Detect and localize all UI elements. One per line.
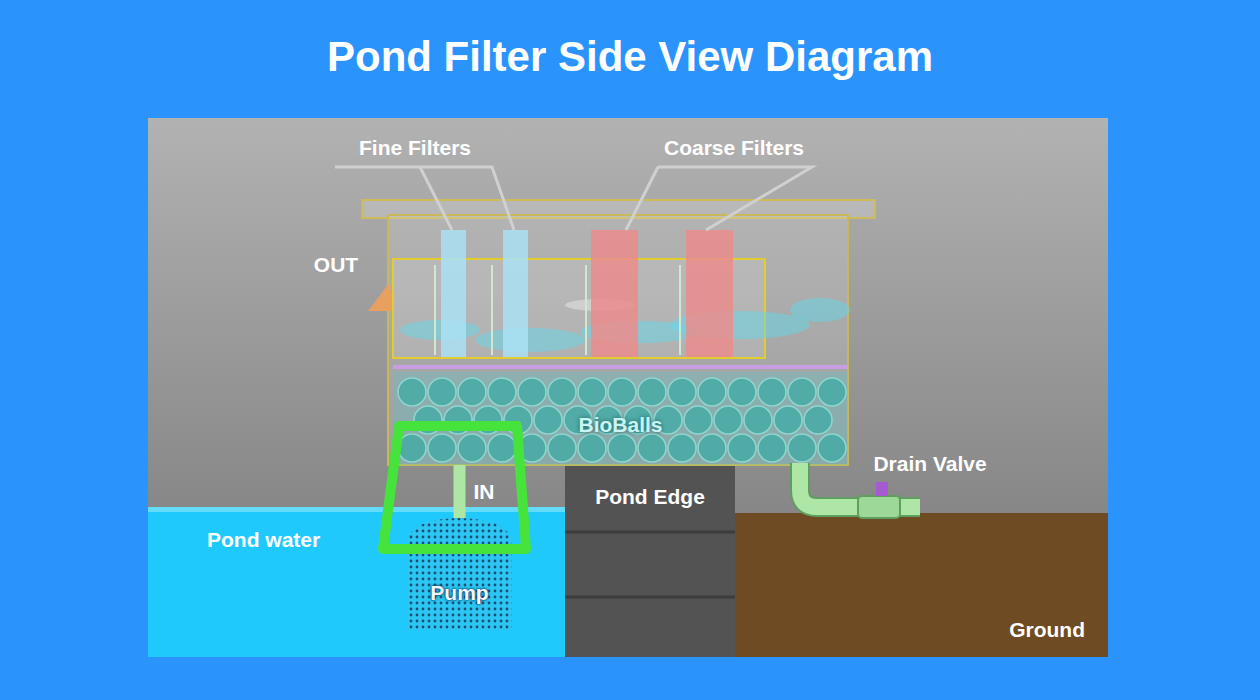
pond-water-region: Pond waterPump (148, 507, 565, 657)
bioball (638, 378, 666, 406)
bioball (668, 434, 696, 462)
bioball (728, 378, 756, 406)
fine-filter (503, 230, 528, 357)
pump-body (407, 518, 512, 630)
outlet-spout (368, 282, 392, 311)
scene-background (148, 118, 1108, 657)
inlet-pipe (454, 465, 466, 518)
bioball (728, 434, 756, 462)
bioball (548, 378, 576, 406)
part-label: Drain Valve (873, 451, 986, 476)
bioball (578, 434, 606, 462)
pump-body: Pump (407, 518, 512, 630)
node-label: BioBalls (578, 412, 662, 437)
coarse-filter (591, 230, 638, 357)
bioball (684, 406, 712, 434)
node-label: Ground (1009, 617, 1085, 642)
bioball (458, 434, 486, 462)
bioball (534, 406, 562, 434)
bioball (548, 434, 576, 462)
ground-region: Ground (735, 513, 1108, 657)
bioball (758, 434, 786, 462)
fine-filter (441, 230, 466, 357)
bioball (788, 434, 816, 462)
tray-support (393, 365, 848, 369)
brick-joint (565, 531, 735, 534)
bioball (758, 378, 786, 406)
pond-water-fill (148, 507, 565, 657)
bioball (608, 434, 636, 462)
node-label: Pump (430, 580, 488, 605)
coarse-filter (686, 230, 733, 357)
bioball (698, 434, 726, 462)
bioballs (398, 378, 846, 462)
bioball (774, 406, 802, 434)
bioball (578, 378, 606, 406)
bioball-chamber: BioBalls (393, 372, 848, 465)
pond-surface (148, 507, 565, 512)
part-label: Coarse Filters (664, 135, 804, 160)
bioball (744, 406, 772, 434)
pond-edge-fill (565, 465, 735, 657)
bioball (428, 378, 456, 406)
bioball (788, 378, 816, 406)
diagram-title: Pond Filter Side View Diagram (327, 32, 933, 82)
bioball (518, 378, 546, 406)
bioball (638, 434, 666, 462)
connector-label: IN (474, 479, 495, 504)
leader-lines (335, 167, 812, 230)
bioball (428, 434, 456, 462)
bioball (714, 406, 742, 434)
tray-divider (435, 265, 680, 355)
node-label: Pond water (207, 527, 320, 552)
bioball (488, 434, 516, 462)
pond-edge-wall: Pond Edge (565, 465, 735, 657)
bioball (818, 378, 846, 406)
bioball (818, 434, 846, 462)
bioball (698, 378, 726, 406)
part-label: Fine Filters (359, 135, 471, 160)
node-label: Pond Edge (595, 484, 705, 509)
bioball (804, 406, 832, 434)
bioball (668, 378, 696, 406)
bioball (398, 378, 426, 406)
bioball (488, 378, 516, 406)
ground-fill (735, 513, 1108, 657)
bioball (608, 378, 636, 406)
bioball (458, 378, 486, 406)
highlight-box (383, 426, 526, 549)
brick-joint (565, 596, 735, 599)
bioball-chamber-fill (393, 372, 848, 465)
part-label: OUT (314, 252, 358, 277)
